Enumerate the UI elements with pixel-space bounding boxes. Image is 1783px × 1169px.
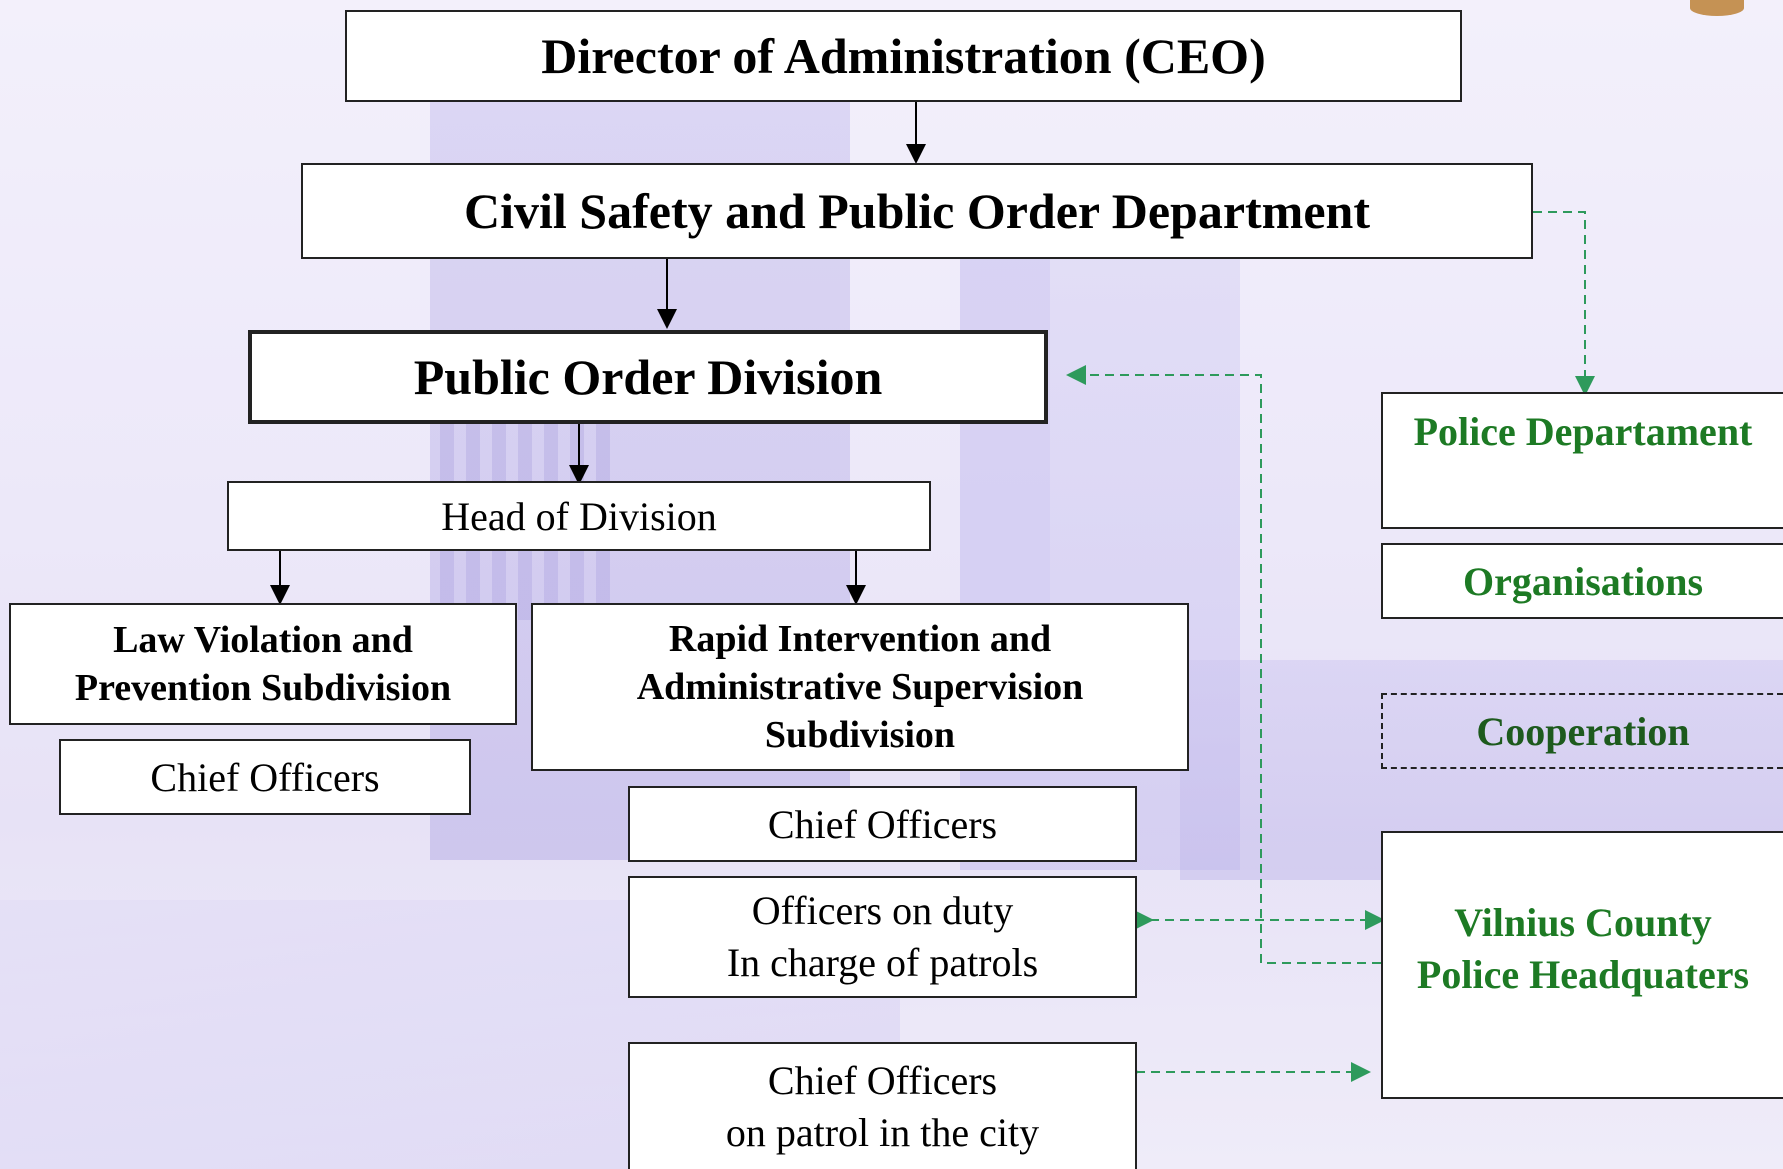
officers-on-duty-line-2: In charge of patrols — [726, 940, 1039, 985]
department-box: Civil Safety and Public Order Department — [301, 163, 1533, 259]
police-department-box: Police Departament — [1381, 392, 1783, 529]
law-subdivision-line-2: Prevention Subdivision — [74, 667, 452, 709]
police-department-label: Police Departament — [1413, 409, 1753, 454]
law-subdivision-box: Law Violation and Prevention Subdivision — [9, 603, 517, 725]
rapid-chief-officers-label: Chief Officers — [767, 801, 998, 847]
rapid-chief-officers-box: Chief Officers — [628, 786, 1137, 862]
ceo-box: Director of Administration (CEO) — [345, 10, 1462, 102]
cooperation-label: Cooperation — [1476, 708, 1690, 754]
law-chief-officers-box: Chief Officers — [59, 739, 471, 815]
rapid-subdivision-line-2: Administrative Supervision — [636, 666, 1084, 708]
division-box: Public Order Division — [248, 330, 1048, 424]
rapid-subdivision-box: Rapid Intervention and Administrative Su… — [531, 603, 1189, 771]
cooperation-box: Cooperation — [1381, 693, 1783, 769]
law-subdivision-line-1: Law Violation and — [113, 619, 413, 661]
division-label: Public Order Division — [413, 349, 883, 405]
head-of-division-box: Head of Division — [227, 481, 931, 551]
organisations-label: Organisations — [1462, 558, 1704, 604]
law-chief-officers-label: Chief Officers — [150, 754, 380, 800]
chief-patrol-box: Chief Officers on patrol in the city — [628, 1042, 1137, 1169]
vilnius-headquarters-box: Vilnius County Police Headquaters — [1381, 831, 1783, 1099]
dashed-vilnius-to-division — [1066, 365, 1381, 964]
rapid-subdivision-line-3: Subdivision — [764, 714, 956, 756]
officers-on-duty-line-1: Officers on duty — [751, 888, 1014, 933]
vilnius-line-2: Police Headquaters — [1416, 952, 1750, 997]
head-of-division-label: Head of Division — [441, 493, 717, 539]
dashed-department-to-police — [1533, 211, 1595, 396]
department-label: Civil Safety and Public Order Department — [464, 183, 1370, 239]
vilnius-line-1: Vilnius County — [1454, 900, 1712, 945]
rapid-subdivision-line-1: Rapid Intervention and — [668, 618, 1052, 660]
chief-patrol-line-1: Chief Officers — [767, 1057, 998, 1103]
ceo-label: Director of Administration (CEO) — [541, 28, 1266, 84]
organisations-box: Organisations — [1381, 543, 1783, 619]
officers-on-duty-box: Officers on duty In charge of patrols — [628, 876, 1137, 998]
chief-patrol-line-2: on patrol in the city — [725, 1109, 1040, 1155]
emblem-icon — [1690, 0, 1744, 16]
